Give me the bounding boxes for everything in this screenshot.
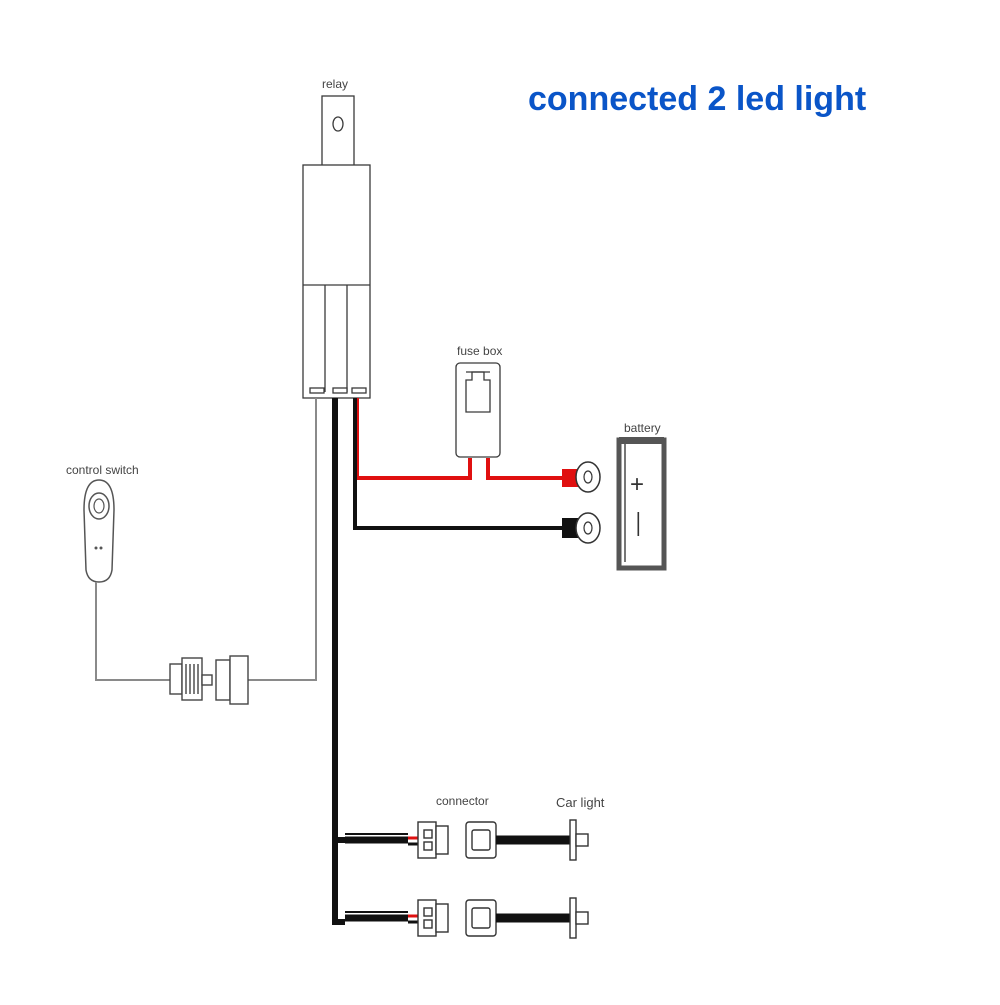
car-light-label: Car light [556, 795, 605, 810]
light-branch-1 [345, 819, 589, 861]
connector-female-1 [465, 821, 497, 859]
battery-positive-sign: + [630, 471, 644, 498]
control-switch-label: control switch [66, 463, 139, 477]
diagram-title: connected 2 led light [528, 80, 867, 118]
relay-pin-30 [351, 387, 367, 394]
light-branch-2 [345, 897, 589, 939]
positive-ring-terminal [562, 461, 601, 493]
negative-ring-terminal [562, 512, 601, 544]
control-switch-button [88, 492, 110, 520]
relay-body [302, 164, 371, 399]
output-wire [332, 398, 345, 925]
connector-male-2 [417, 899, 449, 937]
control-switch-body [83, 479, 115, 583]
battery-body [616, 437, 667, 571]
connector-male-1 [417, 821, 449, 859]
relay-label: relay [322, 77, 348, 91]
control-switch [83, 479, 115, 583]
switch-wire [95, 398, 317, 681]
fuse-box-label: fuse box [457, 344, 502, 358]
battery-label: battery [624, 421, 661, 435]
fuse-box [455, 362, 501, 458]
connector-female-2 [465, 899, 497, 937]
relay-pin-85 [309, 387, 325, 394]
battery-negative-sign: — [626, 512, 653, 536]
fuse-blade [465, 371, 491, 413]
switch-connector [169, 655, 249, 705]
fuse-box-body [455, 362, 501, 458]
car-light-bulb-2 [569, 897, 589, 939]
battery [616, 437, 667, 571]
connector-label: connector [436, 794, 489, 808]
car-light-bulb-1 [569, 819, 589, 861]
relay-pin-87 [332, 387, 348, 394]
relay [302, 95, 371, 399]
negative-wire [353, 398, 566, 530]
relay-mount-hole [332, 116, 344, 132]
